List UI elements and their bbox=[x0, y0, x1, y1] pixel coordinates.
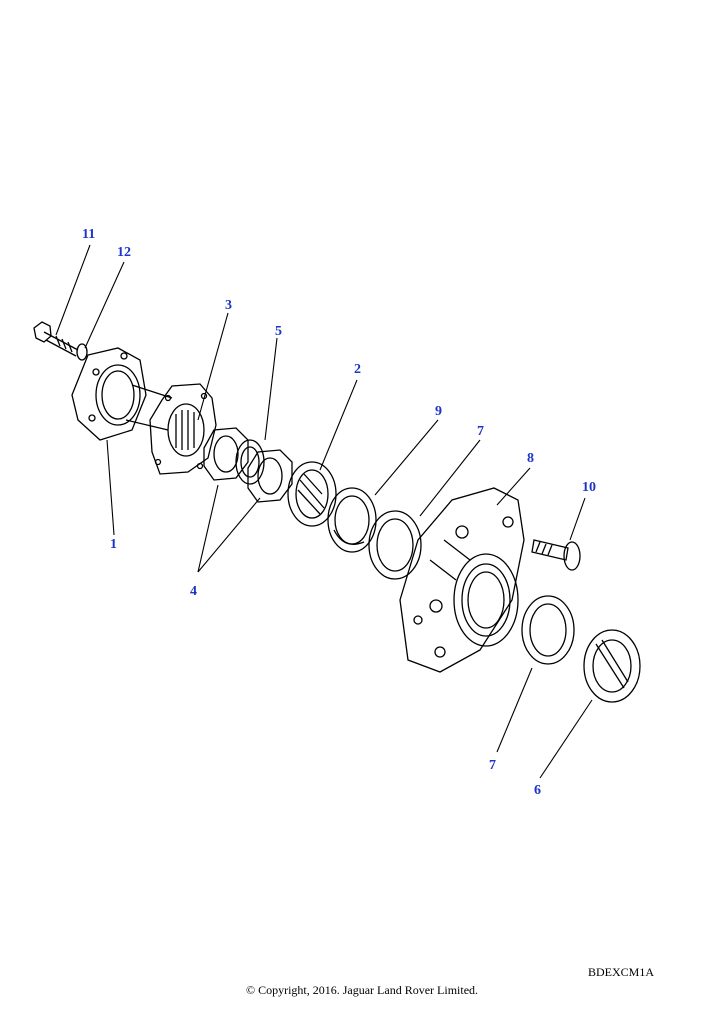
bearing-7b bbox=[521, 595, 575, 665]
gasket-3 bbox=[149, 383, 217, 475]
callout-5[interactable]: 5 bbox=[275, 324, 282, 339]
callout-3[interactable]: 3 bbox=[225, 298, 232, 313]
callout-2[interactable]: 2 bbox=[354, 362, 361, 377]
illustration-code: BDEXCM1A bbox=[587, 965, 654, 979]
callout-10[interactable]: 10 bbox=[582, 480, 596, 495]
drive-flange-1 bbox=[71, 347, 173, 441]
callout-12[interactable]: 12 bbox=[117, 245, 131, 260]
tab-washer-5 bbox=[235, 439, 265, 485]
callout-9[interactable]: 9 bbox=[435, 404, 442, 419]
washer-12 bbox=[76, 343, 88, 361]
wheel-stud-10 bbox=[531, 539, 581, 571]
locknut-4b bbox=[247, 449, 293, 503]
hub-8 bbox=[399, 487, 525, 673]
locknut-4a bbox=[203, 427, 249, 481]
bearing-2 bbox=[287, 461, 337, 527]
hub-nut-6 bbox=[583, 629, 641, 703]
callout-4[interactable]: 4 bbox=[190, 584, 197, 599]
callout-11[interactable]: 11 bbox=[82, 227, 96, 242]
bolt-11 bbox=[33, 321, 79, 357]
callout-7b[interactable]: 7 bbox=[489, 758, 496, 773]
copyright-notice: © Copyright, 2016. Jaguar Land Rover Lim… bbox=[245, 983, 479, 997]
callout-8[interactable]: 8 bbox=[527, 451, 534, 466]
callout-7a[interactable]: 7 bbox=[477, 424, 484, 439]
bearing-cup-7a bbox=[368, 510, 422, 580]
callout-6[interactable]: 6 bbox=[534, 783, 541, 798]
oil-seal-9 bbox=[327, 487, 377, 553]
callout-1[interactable]: 1 bbox=[110, 537, 117, 552]
leader-lines bbox=[55, 244, 593, 779]
